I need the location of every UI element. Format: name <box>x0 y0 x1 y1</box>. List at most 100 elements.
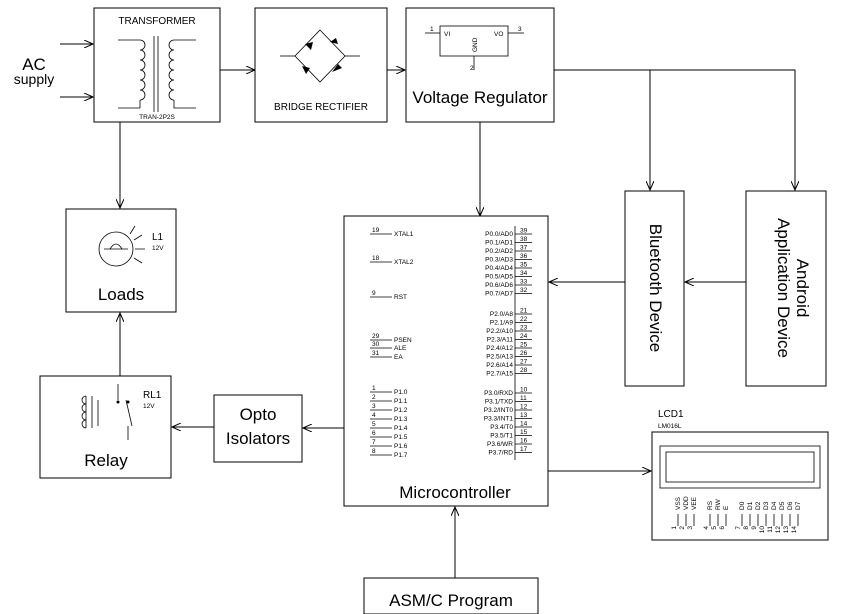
ac-label: AC <box>22 55 46 74</box>
mcu-pin-number: 34 <box>520 270 528 277</box>
mcu-pin-name: ALE <box>394 345 407 352</box>
diode-bridge-icon <box>280 29 360 83</box>
relay-block: RL1 12V Relay <box>39 375 172 479</box>
lcd-ref: LCD1 <box>658 409 684 420</box>
mcu-pin-number: 2 <box>372 394 376 401</box>
mcu-pin-name: P1.1 <box>394 398 408 405</box>
mcu-pin-name: P0.4/AD4 <box>485 265 513 272</box>
lcd-pin-name: D4 <box>771 501 778 510</box>
mcu-pin-number: 17 <box>520 446 528 453</box>
regulator-to-android-arrow <box>554 69 795 190</box>
lcd-block: LCD1 LM016L VSS1VDD2VEE3RS4RW5E6D07D18D2… <box>651 409 829 541</box>
mcu-pin-name: XTAL1 <box>394 231 414 238</box>
relay-label: Relay <box>84 451 128 470</box>
mcu-pin-name: P2.2/A10 <box>486 328 513 335</box>
mcu-pin-name: EA <box>394 354 403 361</box>
lcd-pin-number: 2 <box>679 526 686 530</box>
mcu-pin-number: 8 <box>372 448 376 455</box>
bluetooth-label: Bluetooth Device <box>646 224 665 353</box>
mcu-pin-number: 4 <box>372 412 376 419</box>
opto-line2: Isolators <box>226 429 290 448</box>
mcu-pin-number: 27 <box>520 359 528 366</box>
lcd-pin-name: RW <box>715 498 722 510</box>
lcd-pin-number: 12 <box>775 526 782 534</box>
mcu-pin-number: 5 <box>372 421 376 428</box>
lcd-pin-name: VDD <box>683 496 690 510</box>
mcu-pin-name: P3.5/T1 <box>490 433 513 440</box>
mcu-pin-number: 12 <box>520 404 528 411</box>
program-block: ASM/C Program <box>363 577 539 614</box>
mcu-pin-name: P2.7/A15 <box>486 371 513 378</box>
mcu-pin-number: 23 <box>520 325 528 332</box>
mcu-pin-name: P1.7 <box>394 452 408 459</box>
mcu-pin-name: P2.6/A14 <box>486 362 513 369</box>
regulator-pin3: 3 <box>518 26 522 33</box>
mcu-pin-number: 33 <box>520 279 528 286</box>
mcu-pin-number: 10 <box>520 387 528 394</box>
mcu-pin-number: 11 <box>520 395 527 402</box>
mcu-pin-number: 39 <box>520 228 528 235</box>
mcu-pin-number: 32 <box>520 287 528 294</box>
mcu-pin-name: P3.2/INT0 <box>484 407 514 414</box>
mcu-pin-name: P3.4/T0 <box>490 424 513 431</box>
regulator-label: Voltage Regulator <box>412 88 547 107</box>
mcu-pin-number: 31 <box>372 350 380 357</box>
lcd-pin-number: 14 <box>791 526 798 534</box>
mcu-pin-number: 1 <box>372 385 376 392</box>
mcu-pin-name: P0.6/AD6 <box>485 282 513 289</box>
mcu-pin-number: 28 <box>520 367 528 374</box>
lcd-pin-name: VSS <box>675 496 682 510</box>
mcu-pin-name: P2.0/A8 <box>490 311 514 318</box>
mcu-pin-number: 26 <box>520 350 528 357</box>
mcu-pin-name: P2.5/A13 <box>486 354 513 361</box>
lamp-icon <box>98 225 145 267</box>
lcd-pin-number: 10 <box>759 526 766 534</box>
relay-value: 12V <box>143 403 155 410</box>
supply-label: supply <box>14 71 54 87</box>
mcu-pin-name: P0.5/AD5 <box>485 274 513 281</box>
mcu-pin-number: 13 <box>520 412 528 419</box>
mcu-pin-name: P2.1/A9 <box>490 320 514 327</box>
mcu-pin-name: P3.6/WR <box>487 441 513 448</box>
mcu-pin-name: P1.4 <box>394 425 408 432</box>
mcu-pin-number: 24 <box>520 333 528 340</box>
mcu-pin-name: P3.3/INT1 <box>484 416 514 423</box>
lcd-pin-number: 7 <box>735 526 742 530</box>
regulator-pin2: 2 <box>470 65 474 72</box>
mcu-pin-name: P1.0 <box>394 389 408 396</box>
lcd-pin-number: 1 <box>671 526 678 530</box>
relay-switch-icon <box>81 384 133 440</box>
mcu-pin-name: P0.2/AD2 <box>485 248 513 255</box>
lcd-screen <box>659 445 821 489</box>
mcu-pin-name: P0.0/AD0 <box>485 231 513 238</box>
regulator-block: 1 3 2 VI VO GND Voltage Regulator <box>405 7 555 123</box>
lcd-pin-name: D0 <box>739 501 746 510</box>
lcd-pin-number: 4 <box>703 526 710 530</box>
lcd-pin-name: RS <box>707 500 714 510</box>
android-line2: Application Device <box>774 218 793 358</box>
mcu-pin-number: 9 <box>372 290 376 297</box>
lcd-pin-list: VSS1VDD2VEE3RS4RW5E6D07D18D29D310D411D51… <box>671 496 802 533</box>
mcu-pin-name: XTAL2 <box>394 259 414 266</box>
mcu-pin-name: P3.1/TXD <box>485 399 513 406</box>
mcu-pin-name: P3.7/RD <box>488 450 513 457</box>
mcu-pin-number: 16 <box>520 438 528 445</box>
lamp-ref: L1 <box>152 232 164 243</box>
mcu-pin-name: P0.1/AD1 <box>485 240 513 247</box>
mcu-pin-number: 30 <box>372 341 380 348</box>
regulator-vi: VI <box>444 31 450 38</box>
mcu-pin-number: 29 <box>372 333 380 340</box>
mcu-pin-name: P1.3 <box>394 416 408 423</box>
lcd-pin-name: D1 <box>747 501 754 510</box>
mcu-pin-number: 35 <box>520 262 528 269</box>
lcd-pin-name: VEE <box>691 496 698 510</box>
transformer-title: TRANSFORMER <box>118 16 195 27</box>
mcu-label: Microcontroller <box>399 483 511 502</box>
mcu-pin-name: P2.4/A12 <box>486 345 513 352</box>
mcu-pin-number: 6 <box>372 430 376 437</box>
mcu-pin-number: 25 <box>520 342 528 349</box>
mcu-pin-number: 14 <box>520 421 528 428</box>
mcu-pin-number: 15 <box>520 429 528 436</box>
mcu-pin-name: P0.3/AD3 <box>485 257 513 264</box>
